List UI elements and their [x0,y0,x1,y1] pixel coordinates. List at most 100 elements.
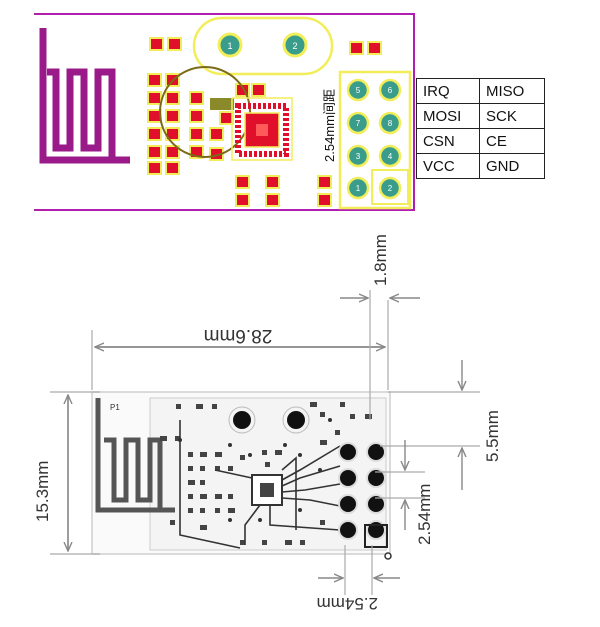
header-pin-number: 7 [356,119,361,128]
pin-name: IRQ [416,78,480,104]
smd-component [215,494,222,499]
via [298,453,302,457]
header-pin-hole [338,442,358,462]
traces [179,420,341,549]
pin-name: MISO [479,78,545,104]
smd-component [350,414,355,419]
pinout-row: IRQ MISO [416,78,545,104]
smd-component [212,404,217,409]
board-outline [34,13,415,211]
crystal-hole-1 [233,411,251,429]
smd-pad [165,145,180,159]
chip-pin-ring [235,103,289,157]
smd-pad [147,73,162,87]
smd-component [200,452,207,457]
header-pin-number: 8 [388,119,393,128]
smd-pads [147,37,382,207]
component-outline-circle [159,66,251,158]
header-pin-hole [366,442,386,462]
header-pin-pad [378,111,402,135]
crystal-ring [228,406,256,434]
chip-silk-outline [231,97,293,161]
smd-pad [149,37,164,51]
smd-component [188,508,193,513]
smd-pad [317,175,332,189]
smd-component [175,436,180,441]
smd-component [228,466,233,471]
smd-component [240,455,245,460]
smd-component [188,466,193,471]
crystal-pad-1 [217,32,243,58]
header-pin-pad [346,176,370,200]
reference-point [384,552,392,560]
smd-component [200,494,207,499]
header-pin-pad [378,144,402,168]
header-pin-hole [366,520,386,540]
chip-trace-block [210,98,234,110]
smd-component [265,462,270,467]
via [298,508,302,512]
smd-component [215,452,222,457]
pin-name: GND [479,153,545,179]
smd-pad [147,145,162,159]
smd-component [228,494,233,499]
pin1-square-marker [371,169,409,205]
smd-component [196,404,203,409]
crystal-pad-2 [282,32,308,58]
smd-pad [147,161,162,175]
chip-center-pad [256,124,268,136]
smd-component [200,525,207,530]
pin-name: CE [479,128,545,154]
header-pin-number: 4 [388,152,393,161]
pin-name: MOSI [416,103,480,129]
smd-component [365,414,372,419]
smd-component [335,430,340,435]
header-pin-hole [338,494,358,514]
pinout-row: MOSI SCK [416,103,545,129]
length-dimension: 28.6mm [204,325,273,346]
smd-pad [189,109,204,123]
via [228,443,232,447]
via [283,443,287,447]
smd-component [262,450,267,455]
smd-pad [147,127,162,141]
smd-pad [265,175,280,189]
smd-component [285,540,292,545]
smd-component [300,540,305,545]
small-components [160,402,372,545]
header-pin-hole [366,468,386,488]
antenna-label: P1 [110,403,120,412]
smd-pad [209,127,224,141]
smd-pad [317,193,332,207]
smd-component [262,540,267,545]
smd-component [320,520,325,525]
smd-component [200,508,205,513]
smd-pad [165,161,180,175]
pin-name: VCC [416,153,480,179]
header-pin-pad [378,176,402,200]
via [228,518,232,522]
smd-component [320,412,325,417]
crystal-ring [282,406,310,434]
header-pin-pad [346,111,370,135]
header-outline [338,70,412,210]
header-pin-pads [338,442,386,540]
smd-pad [235,193,250,207]
smd-component [240,540,245,545]
smd-pad [165,91,180,105]
smd-pad [147,91,162,105]
header-offset-side-dimension: 1.8mm [371,234,390,286]
smd-component [200,480,205,485]
crystal-hole-2 [287,411,305,429]
smd-pad [251,83,266,97]
smd-component [310,402,317,407]
header-pin-number: 2 [388,184,393,193]
header-pin-number: 3 [356,152,361,161]
smd-component [188,452,193,457]
header-pin-hole [338,520,358,540]
smd-component [228,508,235,513]
header-offset-top-dimension: 5.5mm [483,410,502,462]
